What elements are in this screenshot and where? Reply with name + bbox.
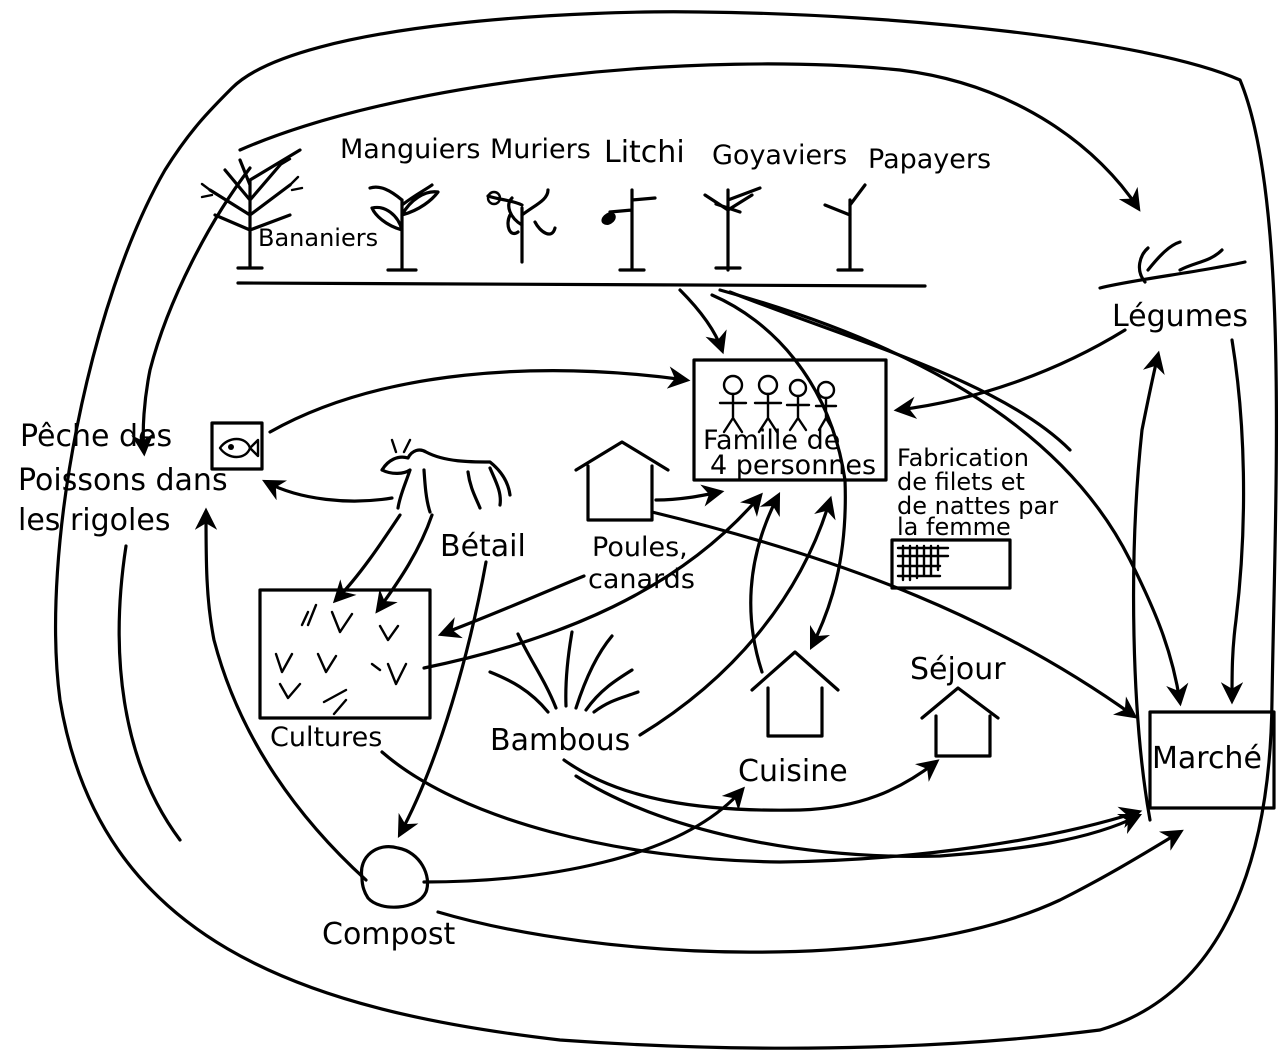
arrow-peche-down <box>117 544 182 842</box>
cuisine-label: Cuisine <box>738 754 848 789</box>
crops-icon <box>274 603 408 716</box>
arrow-trees-to-cuisine <box>710 293 847 651</box>
arrow-bambous-to-sejour <box>562 758 940 812</box>
arrow-legumes-to-marche <box>1220 338 1246 705</box>
family-label-line1: Famille de <box>703 425 840 456</box>
arrow-betail-to-compost <box>397 560 488 838</box>
arrow-compost-to-cuisine <box>422 786 745 884</box>
arrow-cultures-to-marche <box>380 750 1143 864</box>
compost-label: Compost <box>322 917 456 952</box>
weaving-box <box>890 538 1012 590</box>
tree-label-manguiers: Manguiers <box>340 134 480 165</box>
cultures-label: Cultures <box>270 722 382 753</box>
poultry-house-icon <box>574 440 670 522</box>
fabrication-label-line3: de nattes par <box>897 492 1058 520</box>
tree-label-litchi: Litchi <box>604 135 685 170</box>
flow-arrows <box>117 62 1246 954</box>
arrow-betail-to-cultures-2 <box>375 513 434 614</box>
marche-label: Marché <box>1152 741 1262 776</box>
sejour-label: Séjour <box>910 652 1006 687</box>
arrow-compost-to-legumes <box>1131 350 1165 822</box>
compost-pile-icon <box>359 845 430 909</box>
vegetables-icon <box>1098 240 1247 290</box>
arrow-legumes-to-famille <box>893 328 1127 419</box>
guava-tree-icon <box>703 186 762 272</box>
tree-label-muriers: Muriers <box>490 134 591 165</box>
fish-icon <box>218 437 260 459</box>
fabrication-label-line1: Fabrication <box>897 444 1029 472</box>
papaya-tree-icon <box>823 183 867 272</box>
arrow-cuisine-to-famille <box>749 492 781 674</box>
arrow-bambous-to-marche <box>574 774 1143 858</box>
legumes-label: Légumes <box>1112 299 1248 334</box>
mulberry-tree-icon <box>486 188 557 264</box>
litchi-tree-icon <box>601 188 657 272</box>
crops-box <box>258 588 432 720</box>
arrow-poultry-to-famille <box>654 484 725 507</box>
tree-label-bananiers: Bananiers <box>258 224 378 252</box>
arrow-bananiers-to-peche <box>131 166 252 457</box>
arrow-poultry-to-cultures <box>437 574 586 639</box>
tree-row: Bananiers Manguiers Muriers Litchi Goyav… <box>200 134 991 288</box>
fishing-label-line2: Poissons dans <box>18 463 228 498</box>
betail-label: Bétail <box>440 529 526 564</box>
arrow-bambous-to-famille <box>638 495 836 737</box>
arrow-loop-to-legumes <box>238 62 1141 212</box>
arrow-fish-to-famille <box>268 366 691 434</box>
arrow-compost-to-peche <box>194 507 368 882</box>
bambous-label: Bambous <box>490 723 630 758</box>
arrow-betail-to-cultures-1 <box>332 513 402 604</box>
poultry-label-line1: Poules, <box>592 532 688 563</box>
mango-tree-icon <box>368 183 440 272</box>
bamboo-icon <box>488 630 640 714</box>
tree-label-goyaviers: Goyaviers <box>712 140 847 171</box>
arrow-trees-to-fabrication <box>728 290 1072 452</box>
tree-label-papayers: Papayers <box>868 144 991 175</box>
arrow-cultures-to-famille <box>422 492 763 670</box>
cattle-icon <box>380 438 512 514</box>
arrow-trees-to-famille <box>678 288 727 355</box>
kitchen-house-icon <box>750 650 840 738</box>
arrow-trees-to-marche <box>718 288 1189 707</box>
arrow-betail-to-fish <box>262 479 394 503</box>
arrow-compost-to-marche <box>436 829 1184 954</box>
fishing-label-line1: Pêche des <box>20 419 172 454</box>
arrow-poultry-to-marche <box>650 510 1138 719</box>
market-box <box>1148 710 1276 810</box>
living-house-icon <box>920 686 1000 758</box>
fishing-label-line3: les rigoles <box>18 503 170 538</box>
family-label-line2: 4 personnes <box>710 450 876 481</box>
family-box <box>692 358 888 482</box>
ground-line <box>236 281 927 288</box>
fabrication-label-line2: de filets et <box>897 468 1025 496</box>
family-figures-icon <box>718 374 838 434</box>
loom-icon <box>896 544 950 582</box>
outer-loop <box>54 10 1279 1050</box>
fabrication-label-line4: la femme <box>897 513 1011 541</box>
fish-box <box>210 421 264 471</box>
